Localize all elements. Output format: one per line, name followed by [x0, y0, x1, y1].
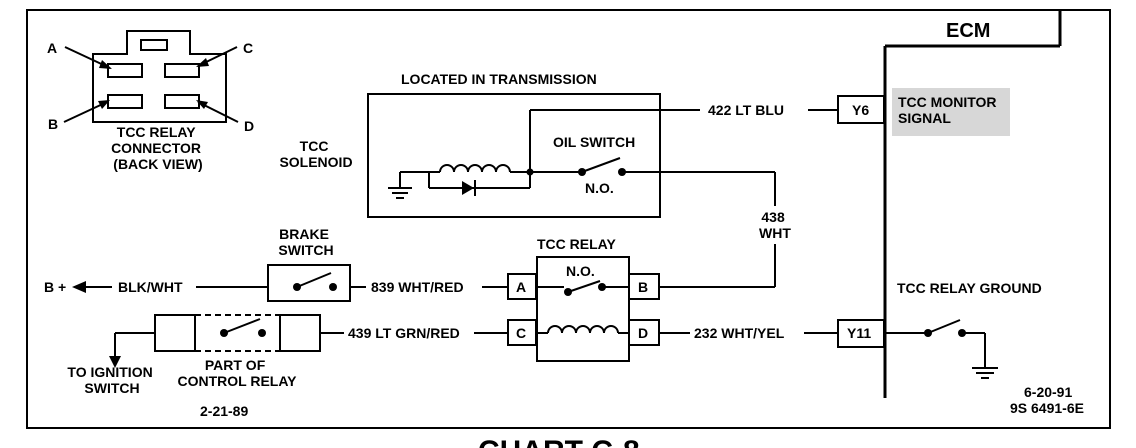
- connector-key: [140, 39, 168, 51]
- diagram-frame: [26, 9, 1111, 429]
- wire-438-label: 438 WHT: [759, 209, 791, 241]
- brake-switch: [267, 264, 351, 302]
- ecm-module: ECM: [883, 10, 1062, 398]
- wire-439-label: 439 LT GRN/RED: [348, 325, 460, 341]
- ecm-ground-switch: [924, 319, 966, 337]
- wire-839-label: 839 WHT/RED: [371, 279, 464, 295]
- connector-caption: TCC RELAY CONNECTOR (BACK VIEW): [111, 124, 205, 172]
- ecm-pin-y11-label: Y11: [847, 325, 871, 341]
- tcc-relay-ground-label: TCC RELAY GROUND: [897, 280, 1042, 296]
- ignition-arrow-icon: [109, 356, 121, 368]
- control-relay-label: PART OF CONTROL RELAY: [177, 357, 297, 389]
- relay-pin-d-label: D: [638, 325, 648, 341]
- tcc-monitor-highlight: [892, 88, 1010, 136]
- wire-blk-label: BLK/WHT: [118, 279, 183, 295]
- ecm-title: ECM: [946, 20, 990, 42]
- transmission-box: LOCATED IN TRANSMISSION TCC SOLENOID OIL…: [279, 71, 661, 218]
- connector-cavity-b: [107, 94, 143, 109]
- relay-pin-c-label: C: [516, 325, 526, 341]
- connector-pin-b: B: [48, 116, 58, 132]
- tcc-relay-title: TCC RELAY: [537, 236, 616, 252]
- relay-pin-b-label: B: [638, 279, 648, 295]
- oil-switch-state: N.O.: [585, 180, 614, 196]
- brake-switch-label: BRAKE SWITCH: [278, 226, 333, 258]
- control-relay: [154, 314, 321, 352]
- transmission-title: LOCATED IN TRANSMISSION: [401, 71, 597, 87]
- transmission-ground-icon: [388, 172, 412, 199]
- ecm-ground-icon: [972, 367, 998, 379]
- connector-cavity-d: [164, 94, 200, 109]
- wire-232-label: 232 WHT/YEL: [694, 325, 785, 341]
- connector-cavity-a: [107, 63, 143, 78]
- battery-label: B +: [44, 279, 66, 295]
- drawing-code: 9S 6491-6E: [1010, 400, 1084, 416]
- relay-pin-a: [507, 273, 537, 300]
- tcc-relay: A B C D N.O.: [507, 256, 660, 362]
- date-left: 2-21-89: [200, 403, 248, 419]
- diode-icon: [462, 180, 476, 196]
- ignition-label: TO IGNITION SWITCH: [67, 364, 156, 396]
- tcc-monitor-label: TCC MONITOR SIGNAL: [898, 94, 1000, 126]
- connector-pin-c: C: [243, 40, 253, 56]
- solenoid-coil-icon: [439, 164, 511, 173]
- solenoid-label: TCC SOLENOID: [279, 138, 352, 170]
- ecm-pin-y6-label: Y6: [852, 102, 869, 118]
- connector-cavity-c: [164, 63, 200, 78]
- tcc-relay-state: N.O.: [566, 263, 595, 279]
- chart-title: CHART C-8: [478, 435, 640, 448]
- tcc-relay-connector: A C B D TCC RELAY CONNECTOR (BACK VIEW): [47, 30, 254, 172]
- connector-pin-a: A: [47, 40, 57, 56]
- oil-switch: [578, 157, 626, 176]
- ecm-pin-y6: [837, 95, 885, 124]
- relay-coil-icon: [547, 325, 619, 334]
- date-right: 6-20-91: [1024, 384, 1072, 400]
- connector-pin-d: D: [244, 118, 254, 134]
- relay-pin-a-label: A: [516, 279, 526, 295]
- oil-switch-label: OIL SWITCH: [553, 134, 635, 150]
- battery-arrow-icon: [72, 281, 86, 293]
- wire-422-label: 422 LT BLU: [708, 102, 784, 118]
